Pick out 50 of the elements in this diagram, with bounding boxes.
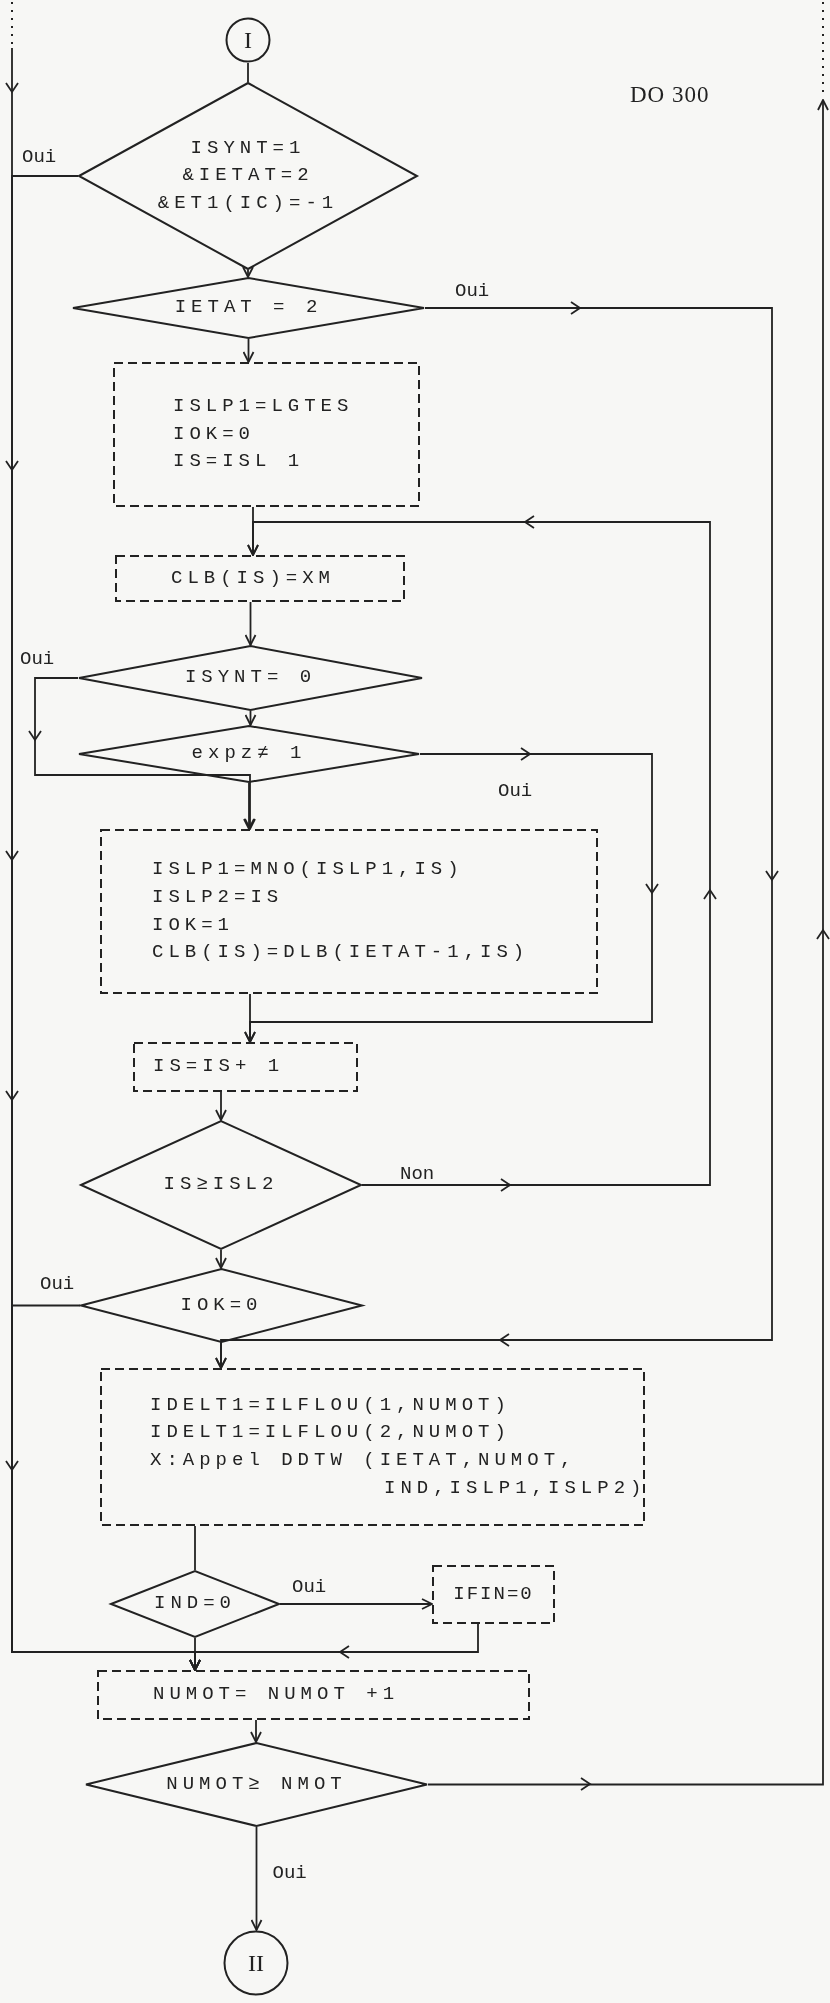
process-box: [100, 829, 598, 994]
edge-label: Oui: [272, 1862, 307, 1884]
decision-diamond: [80, 1268, 363, 1343]
condition-text: IOK=0: [180, 1292, 263, 1318]
condition-text: IND=0: [154, 1591, 236, 1617]
edge-label: Non: [400, 1163, 435, 1185]
condition-text: NUMOT≥ NMOT: [166, 1771, 347, 1797]
statement-text: ISLP1=MNO(ISLP1,IS): [152, 857, 464, 883]
edge-label: Oui: [20, 648, 55, 670]
statement-text: IFIN=0: [453, 1581, 534, 1607]
condition-text: ISYNT=1 &IETAT=2 &ET1(IC)=-1: [156, 135, 340, 216]
decision-diamond: [78, 645, 423, 711]
condition-text: expz≠ 1: [191, 741, 307, 767]
decision-diamond: [78, 82, 418, 270]
statement-text: CLB(IS)=XM: [171, 565, 336, 591]
decision-diamond: [110, 1570, 280, 1638]
statement-text: IS=IS+ 1: [153, 1054, 285, 1080]
decision-diamond: [85, 1742, 428, 1827]
connector-circle: [225, 17, 271, 63]
statement-text: IOK=1: [152, 912, 234, 938]
decision-diamond: [80, 1120, 362, 1250]
process-box: [115, 555, 405, 602]
process-box: [100, 1368, 645, 1526]
edge-label: Oui: [22, 146, 57, 168]
statement-text: CLB(IS)=DLB(IETAT-1,IS): [152, 940, 530, 966]
process-box: [97, 1670, 530, 1720]
condition-text: IS≥ISL2: [163, 1172, 279, 1198]
edge-label: Oui: [455, 280, 490, 302]
connector-label: II: [248, 1948, 264, 1978]
condition-text: ISYNT= 0: [184, 665, 317, 691]
statement-text: X:Appel DDTW (IETAT,NUMOT, IND,ISLP1,ISLP2): [150, 1448, 648, 1501]
connector-circle: [223, 1930, 289, 1996]
edge-label: Oui: [498, 780, 533, 802]
connector-label: I: [244, 25, 252, 55]
statement-text: ISLP1=LGTES: [173, 394, 354, 420]
statement-text: ISLP2=IS: [152, 884, 284, 910]
statement-text: IDELT1=ILFLOU(1,NUMOT): [150, 1392, 511, 1418]
edge-label: Oui: [292, 1576, 327, 1598]
process-box: [133, 1042, 358, 1092]
decision-diamond: [72, 277, 425, 339]
edge-label: Oui: [40, 1272, 75, 1295]
process-box: [432, 1565, 555, 1624]
statement-text: IOK=0: [173, 421, 255, 447]
condition-text: IETAT = 2: [174, 295, 323, 321]
statement-text: IS=ISL 1: [173, 449, 305, 475]
statement-text: IDELT1=ILFLOU(2,NUMOT): [150, 1420, 511, 1446]
loop-label: DO 300: [630, 82, 710, 108]
statement-text: NUMOT= NUMOT +1: [153, 1682, 400, 1708]
process-box: [113, 362, 420, 507]
decision-diamond: [78, 725, 420, 783]
